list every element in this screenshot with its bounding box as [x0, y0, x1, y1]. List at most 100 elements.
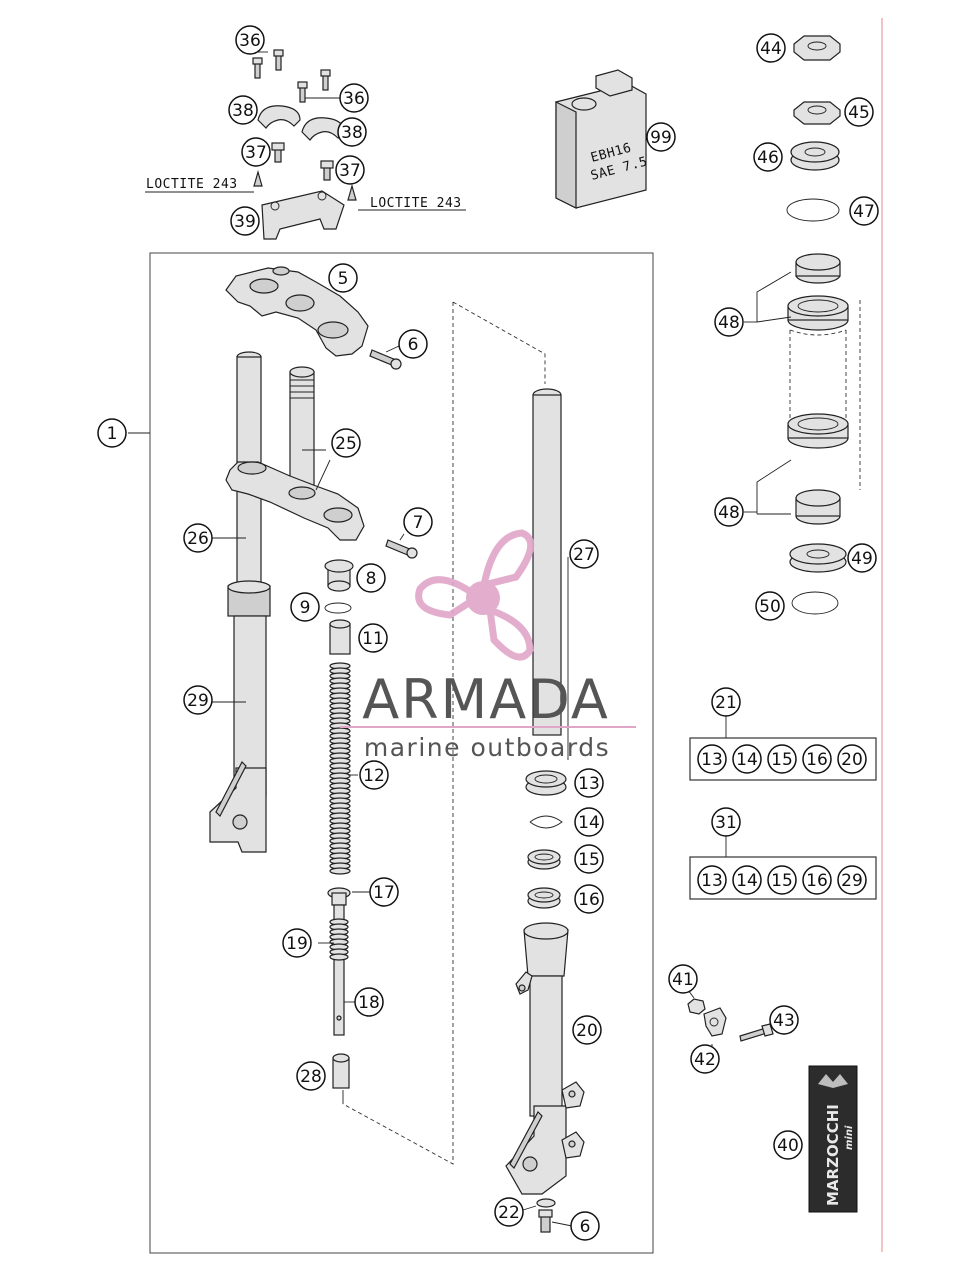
kit-item-number: 15: [771, 750, 793, 770]
lower-clamp-39: [261, 190, 345, 240]
callout-c7: 7: [403, 507, 433, 537]
kit-item-number: 13: [701, 871, 723, 891]
propeller-logo: [415, 529, 535, 661]
bracket-42: [703, 1007, 727, 1037]
seal-13: [525, 770, 567, 796]
callout-c36b: 36: [339, 83, 369, 113]
callout-number: 42: [694, 1050, 716, 1070]
o-ring-47: [786, 198, 840, 222]
upper-clamp-38-right: [301, 117, 345, 141]
callout-c40: 40: [773, 1130, 803, 1160]
marzocchi-decal: MARZOCCHI mini: [808, 1065, 858, 1213]
callout-number: 38: [232, 101, 254, 121]
bolt-37-1: [271, 142, 285, 163]
bushing-28: [332, 1053, 350, 1089]
callout-c19: 19: [282, 928, 312, 958]
fork-spring-12: [329, 662, 351, 875]
kit-item-number: 29: [841, 871, 863, 891]
callout-number: 50: [759, 597, 781, 617]
callout-number: 15: [578, 850, 600, 870]
lower-triple-clamp: [225, 366, 365, 541]
callout-number: 37: [339, 161, 361, 181]
decal-brand: MARZOCCHI: [824, 1104, 842, 1206]
kit21-item: 14: [732, 744, 762, 774]
kit31-item: 14: [732, 865, 762, 895]
callout-number: 28: [300, 1067, 322, 1087]
seal-49: [789, 543, 847, 573]
o-ring-50: [791, 591, 839, 615]
callout-c29: 29: [183, 685, 213, 715]
kit31-item: 15: [767, 865, 797, 895]
callout-number: 36: [343, 89, 365, 109]
callout-number: 18: [358, 993, 380, 1013]
fork-oil-can: EBH16 SAE 7.5: [555, 69, 649, 209]
kit-item-number: 20: [841, 750, 863, 770]
callout-number: 44: [760, 39, 782, 59]
callout-number: 5: [338, 269, 349, 289]
callout-c48b: 48: [714, 497, 744, 527]
spring-coil: [329, 953, 349, 961]
callout-c39: 39: [230, 206, 260, 236]
bolt-36-1: [252, 57, 263, 79]
callout-number: 6: [408, 335, 419, 355]
callout-c14: 14: [574, 807, 604, 837]
callout-number: 48: [718, 313, 740, 333]
kit21-item: 16: [802, 744, 832, 774]
callout-number: 40: [777, 1136, 799, 1156]
bolt-36-3: [297, 81, 308, 103]
nut-45: [793, 101, 841, 125]
callout-c16: 16: [574, 884, 604, 914]
armada-watermark: ARMADA marine outboards: [340, 529, 636, 762]
upper-triple-clamp: [225, 266, 369, 357]
watermark-name: ARMADA: [362, 668, 610, 731]
kit-item-number: 13: [701, 750, 723, 770]
callout-c27: 27: [569, 539, 599, 569]
callout-c38a: 38: [228, 95, 258, 125]
bolt-36-4: [320, 69, 331, 91]
callout-number: 39: [234, 212, 256, 232]
callout-c5: 5: [328, 263, 358, 293]
callout-c46: 46: [753, 142, 783, 172]
kit-item-number: 15: [771, 871, 793, 891]
bushing-16: [527, 887, 561, 909]
callout-number: 20: [576, 1021, 598, 1041]
callout-number: 25: [335, 434, 357, 454]
left-fork-leg: [209, 351, 271, 853]
callout-number: 41: [672, 970, 694, 990]
callout-c31: 31: [711, 807, 741, 837]
bolt-36-2: [273, 49, 284, 71]
callout-c45: 45: [844, 97, 874, 127]
callout-c37b: 37: [335, 155, 365, 185]
callout-number: 48: [718, 503, 740, 523]
callout-c9: 9: [290, 592, 320, 622]
nut-41: [687, 998, 706, 1015]
bolt-6-lower: [538, 1209, 553, 1233]
callout-number: 38: [341, 123, 363, 143]
rebound-spring-19: [329, 918, 349, 961]
bearing-48-upper: [787, 253, 849, 331]
nut-44: [793, 35, 841, 61]
callout-number: 43: [773, 1011, 795, 1031]
callout-number: 99: [650, 128, 672, 148]
callout-c38b: 38: [337, 117, 367, 147]
bolt-37-2: [320, 160, 334, 181]
callout-number: 8: [366, 569, 377, 589]
bolt-6-upper: [369, 349, 402, 370]
callout-c48a: 48: [714, 307, 744, 337]
callout-number: 9: [300, 598, 311, 618]
callout-c22: 22: [494, 1197, 524, 1227]
callout-c25: 25: [331, 428, 361, 458]
callout-number: 31: [715, 813, 737, 833]
callout-c11: 11: [358, 623, 388, 653]
watermark-tagline: marine outboards: [364, 733, 610, 762]
callout-number: 16: [578, 890, 600, 910]
callout-c8: 8: [356, 563, 386, 593]
callout-c99: 99: [646, 122, 676, 152]
callout-number: 14: [578, 813, 600, 833]
callout-number: 26: [187, 529, 209, 549]
callout-number: 12: [363, 766, 385, 786]
callout-c6b: 6: [570, 1211, 600, 1241]
